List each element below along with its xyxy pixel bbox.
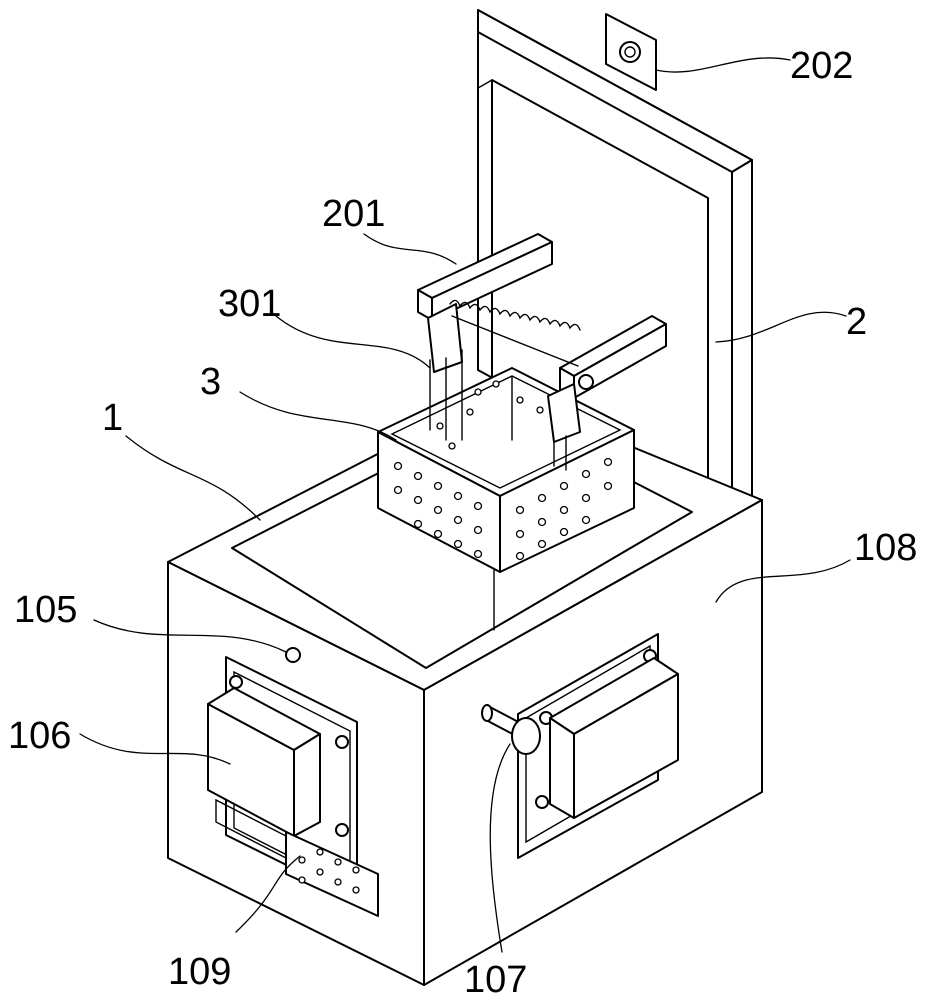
vent-grille xyxy=(285,831,379,917)
label-107: 107 xyxy=(464,959,527,1000)
right-motor xyxy=(517,633,679,859)
leader-109 xyxy=(235,855,301,933)
label-105: 105 xyxy=(14,589,77,631)
leader-106 xyxy=(79,733,231,765)
leader-lines xyxy=(79,57,851,953)
label-301: 301 xyxy=(218,283,281,325)
leader-202 xyxy=(655,57,791,73)
bracket-arm-left xyxy=(417,233,553,441)
label-108: 108 xyxy=(854,527,917,569)
label-202: 202 xyxy=(790,45,853,87)
label-106: 106 xyxy=(8,715,71,757)
label-3: 3 xyxy=(200,361,221,403)
label-1: 1 xyxy=(102,397,123,439)
label-109: 109 xyxy=(168,951,231,993)
leader-107 xyxy=(489,743,511,953)
knob xyxy=(481,704,541,755)
leader-108 xyxy=(715,559,851,603)
indicator-lamp xyxy=(285,647,301,663)
top-hanger xyxy=(605,13,657,91)
leader-1 xyxy=(125,435,261,521)
spring xyxy=(449,299,581,367)
bracket-arm-right xyxy=(547,315,667,471)
reference-labels: 202 201 301 2 3 1 105 106 108 109 107 xyxy=(8,45,917,1000)
leader-2 xyxy=(715,311,847,343)
leader-201 xyxy=(363,233,457,265)
leader-3 xyxy=(239,391,397,441)
leader-105 xyxy=(93,619,287,653)
label-2: 2 xyxy=(846,301,867,343)
leader-301 xyxy=(275,315,431,369)
label-201: 201 xyxy=(322,193,385,235)
